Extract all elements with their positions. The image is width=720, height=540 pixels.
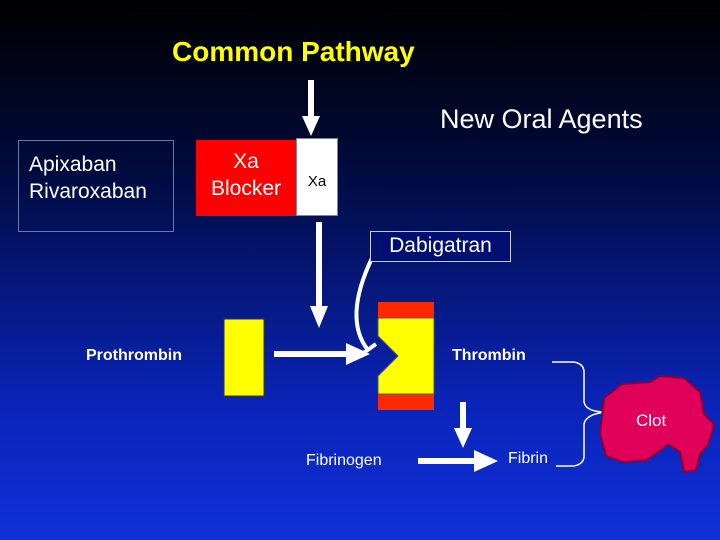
subtitle: New Oral Agents [440,104,643,134]
arrow-fibrinogen-to-fibrin [418,450,498,472]
xa-blocker-box: Xa Blocker [196,140,296,216]
arrow-xa-down [310,222,328,328]
drugs-box: Apixaban Rivaroxaban [18,140,174,232]
dabigatran-curve [354,257,378,356]
blocker-line2: Blocker [210,177,282,200]
prothrombin-shape [223,318,265,397]
drug-rivaroxaban: Rivaroxaban [29,180,147,203]
dabigatran-box: Dabigatran [370,231,511,262]
clot-shape [598,374,716,474]
prothrombin-label: Prothrombin [86,347,182,364]
page-title: Common Pathway [172,36,415,67]
thrombin-shape [377,302,435,410]
arrow-down-to-xa [302,80,320,136]
arrow-thrombin-down [454,402,472,448]
thrombin-label: Thrombin [452,347,526,364]
blocker-line1: Xa [233,150,259,173]
clot-bracket [552,361,607,467]
drug-apixaban: Apixaban [29,153,117,176]
fibrin-label: Fibrin [508,450,549,467]
arrow-prothrombin-to-thrombin [274,343,370,365]
fibrinogen-label: Fibrinogen [306,452,382,469]
clot-label: Clot [636,411,667,430]
xa-factor-box: Xa [296,138,338,216]
